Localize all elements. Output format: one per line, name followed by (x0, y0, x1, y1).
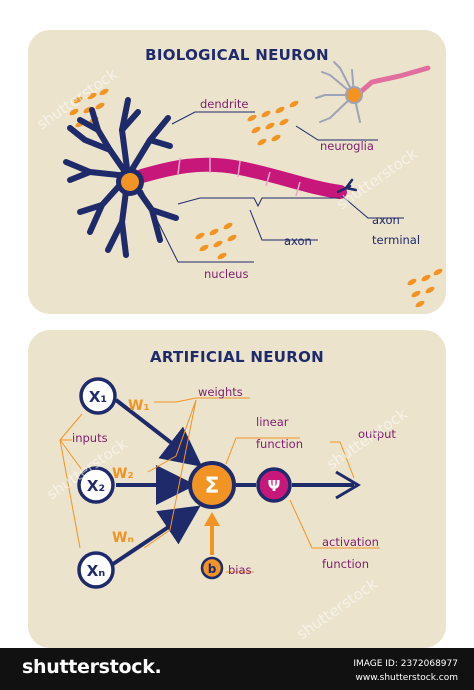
label-activation-line2: function (322, 557, 369, 571)
biological-neuron-title: BIOLOGICAL NEURON (145, 46, 329, 64)
weight-w2: W₂ (112, 466, 134, 482)
weight-arrows (108, 398, 354, 568)
footer-image-id: IMAGE ID: 2372068977 (353, 659, 458, 669)
label-dendrite: dendrite (200, 97, 248, 111)
weight-w1: W₁ (128, 398, 150, 414)
weight-wn: Wₙ (112, 530, 134, 546)
svg-text:Xₙ: Xₙ (87, 562, 106, 580)
label-neuroglia: neuroglia (320, 139, 374, 153)
bias-arrow (204, 512, 220, 555)
svg-text:b: b (208, 562, 217, 576)
artificial-neuron-title: ARTIFICIAL NEURON (149, 348, 325, 366)
footer-url: www.shutterstock.com (355, 673, 458, 683)
svg-text:Ψ: Ψ (268, 477, 281, 495)
nucleus-icon (119, 171, 141, 193)
label-axon: axon (284, 234, 312, 248)
svg-text:X₂: X₂ (87, 477, 105, 495)
svg-text:Σ: Σ (204, 474, 219, 499)
bio-leader-lines (141, 111, 404, 263)
label-bias: bias (228, 563, 252, 577)
art-leader-lines (59, 397, 380, 573)
label-linear-line1: linear (256, 415, 289, 429)
neuroglia-cell (315, 61, 431, 123)
input-node-xn: Xₙ (77, 551, 115, 589)
footer-brand-logo: shutterstock. (22, 656, 162, 678)
bias-node: b (200, 556, 224, 580)
input-node-x1: X₁ (79, 377, 117, 415)
svg-text:X₁: X₁ (89, 388, 107, 406)
label-axon-terminal-line2: terminal (372, 233, 420, 247)
output-arrowhead-icon (335, 470, 361, 500)
label-inputs: inputs (72, 431, 108, 445)
axon-segments (135, 157, 347, 199)
label-axon-terminal-line1: axon (372, 213, 400, 227)
input-node-x2: X₂ (77, 466, 115, 504)
label-nucleus: nucleus (204, 267, 248, 281)
sum-node: Σ (188, 461, 236, 509)
label-weights: weights (198, 385, 243, 399)
footer-bar: shutterstock. IMAGE ID: 2372068977 www.s… (0, 648, 474, 690)
label-output: output (358, 427, 396, 441)
activation-node: Ψ (256, 467, 292, 503)
axon-terminal-icon (336, 178, 358, 194)
label-activation-line1: activation (322, 535, 379, 549)
label-linear-line2: function (256, 437, 303, 451)
